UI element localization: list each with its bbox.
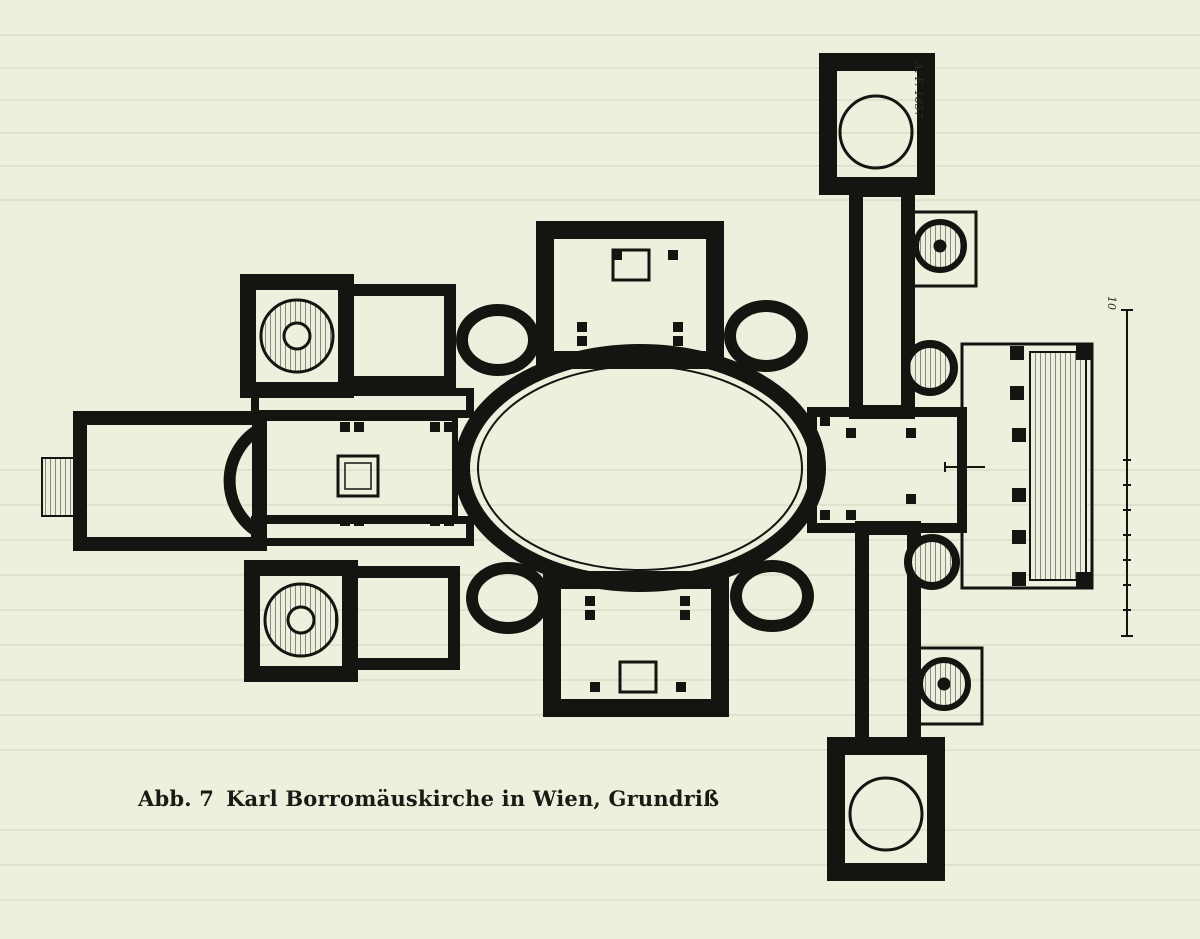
nw-room xyxy=(340,284,456,388)
ne-spiral-stair-box xyxy=(910,210,978,288)
sw-room xyxy=(344,566,460,670)
nc-spiral-stair xyxy=(902,340,958,396)
portico-columns xyxy=(1010,344,1092,588)
figure-title: Karl Borromäuskirche in Wien, Grundriß xyxy=(226,786,720,811)
rotunda-inner-ring xyxy=(477,365,803,571)
draftsman-signature: A. F. 1857 xyxy=(912,62,925,118)
se-spiral-stair-box xyxy=(914,646,984,726)
scale-bar xyxy=(1121,309,1133,637)
central-oval-rotunda xyxy=(454,344,826,592)
se-oval-chapel xyxy=(730,560,814,632)
north-wing-corridor xyxy=(849,183,915,419)
figure-number: Abb. 7 xyxy=(138,786,215,811)
west-choir-hall xyxy=(73,411,267,551)
nw-oval-chapel xyxy=(456,304,540,376)
rotunda-piers xyxy=(340,250,916,692)
figure-caption: Abb. 7 Karl Borromäuskirche in Wien, Grun… xyxy=(138,786,719,811)
sc-spiral-stair xyxy=(904,534,960,590)
ne-oval-chapel xyxy=(724,300,808,372)
south-pavilion xyxy=(827,737,945,881)
bleed-through-texture xyxy=(0,34,1200,901)
scale-label: 10 xyxy=(1105,296,1118,310)
portico-steps xyxy=(1029,351,1087,581)
high-altar xyxy=(336,454,380,498)
presbytery xyxy=(252,415,458,521)
north-corridor xyxy=(251,388,474,418)
west-apse xyxy=(223,424,262,538)
sw-oval-chapel xyxy=(466,562,550,634)
north-pavilion xyxy=(819,53,935,195)
